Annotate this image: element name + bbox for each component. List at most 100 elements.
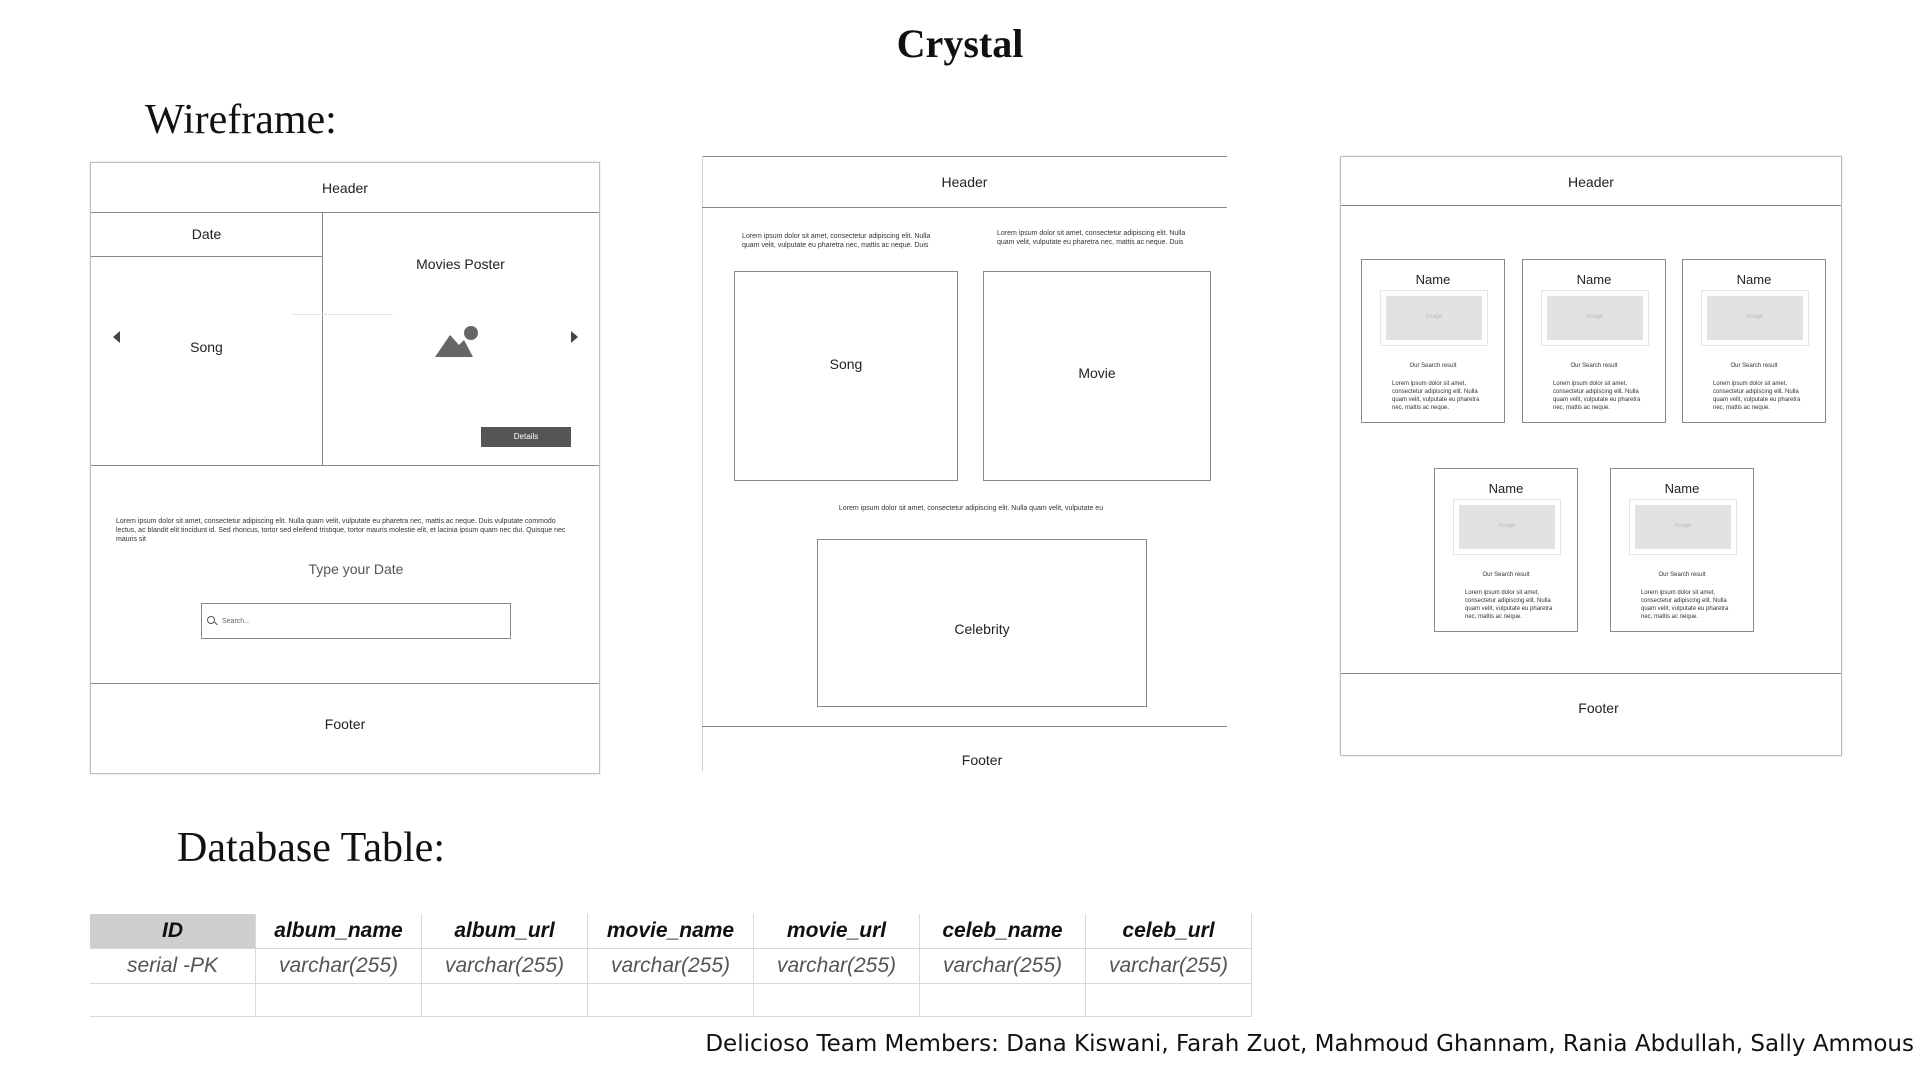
image-placeholder-icon xyxy=(435,326,478,357)
wf2-lorem-left: Lorem ipsum dolor sit amet, consectetur … xyxy=(742,233,931,249)
wf1-lorem-text: Lorem ipsum dolor sit amet, consectetur … xyxy=(116,518,566,543)
date-search-input[interactable]: Search... xyxy=(201,603,511,639)
result-card[interactable]: Name Image Our Search result Lorem ipsum… xyxy=(1522,259,1666,423)
team-members: Delicioso Team Members: Dana Kiswani, Fa… xyxy=(705,1031,1914,1057)
page-title: Crystal xyxy=(896,21,1024,66)
wf2-top-line xyxy=(702,156,1227,157)
table-header-row: ID album_name album_url movie_name movie… xyxy=(90,914,1252,949)
card-image: Image xyxy=(1380,290,1488,346)
wf2-lorem-middle: Lorem ipsum dolor sit amet, consectetur … xyxy=(838,505,1104,512)
wireframe-1: Header Date Movies Poster Song Details L… xyxy=(90,162,600,774)
card-image: Image xyxy=(1629,499,1737,555)
card-image: Image xyxy=(1701,290,1809,346)
card-name: Name xyxy=(1488,481,1524,496)
wf1-date-label: Date xyxy=(191,226,222,242)
card-image-label: Image xyxy=(1746,314,1764,320)
wf2-song-label: Song xyxy=(829,356,863,372)
card-text: Lorem ipsum dolor sit amet, consectetur … xyxy=(1713,381,1801,411)
column-header: movie_url xyxy=(753,914,920,949)
table-cell: varchar(255) xyxy=(753,948,920,984)
wireframe-2: Header Lorem ipsum dolor sit amet, conse… xyxy=(702,156,1227,771)
card-image: Image xyxy=(1541,290,1649,346)
card-name: Name xyxy=(1736,272,1772,287)
card-search-result: Our Search result xyxy=(1409,363,1457,369)
table-cell: varchar(255) xyxy=(421,948,588,984)
type-date-label: Type your Date xyxy=(308,561,404,577)
wf1-header-label: Header xyxy=(322,180,368,196)
table-cell-empty xyxy=(255,983,422,1017)
result-card[interactable]: Name Image Our Search result Lorem ipsum… xyxy=(1682,259,1826,423)
wireframe-3: Header Name Image Our Search result Lore… xyxy=(1340,156,1842,756)
table-cell-empty xyxy=(1085,983,1252,1017)
card-image-label: Image xyxy=(1498,523,1516,529)
wf3-header-divider xyxy=(1341,205,1841,206)
card-search-result: Our Search result xyxy=(1570,363,1618,369)
wf3-footer-divider xyxy=(1341,673,1841,674)
table-cell-empty xyxy=(753,983,920,1017)
wf2-left-edge xyxy=(702,156,703,771)
wf1-faint-line xyxy=(293,314,393,315)
wf1-carousel-bottom xyxy=(91,465,599,466)
next-arrow-icon[interactable] xyxy=(571,331,578,343)
search-placeholder: Search... xyxy=(222,618,251,625)
wf2-celebrity-label: Celebrity xyxy=(954,621,1010,637)
result-card[interactable]: Name Image Our Search result Lorem ipsum… xyxy=(1434,468,1578,632)
card-image: Image xyxy=(1453,499,1561,555)
card-search-result: Our Search result xyxy=(1730,363,1778,369)
card-text: Lorem ipsum dolor sit amet, consectetur … xyxy=(1641,590,1729,620)
wf3-footer-label: Footer xyxy=(1578,700,1619,716)
card-image-label: Image xyxy=(1674,523,1692,529)
table-cell-empty xyxy=(587,983,754,1017)
card-text: Lorem ipsum dolor sit amet, consectetur … xyxy=(1465,590,1553,620)
card-search-result: Our Search result xyxy=(1482,572,1530,578)
wf1-song-label: Song xyxy=(190,339,223,355)
wf1-date-divider xyxy=(91,256,322,257)
wf2-movie-label: Movie xyxy=(1078,365,1116,381)
search-icon xyxy=(207,616,215,624)
wf3-header-label: Header xyxy=(1568,174,1614,190)
card-name: Name xyxy=(1415,272,1451,287)
table-cell-empty xyxy=(90,983,256,1017)
column-header: celeb_url xyxy=(1085,914,1252,949)
table-cell: varchar(255) xyxy=(919,948,1086,984)
wf1-footer-label: Footer xyxy=(324,716,366,732)
database-heading: Database Table: xyxy=(177,825,445,871)
card-name: Name xyxy=(1664,481,1700,496)
column-header: album_name xyxy=(255,914,422,949)
card-name: Name xyxy=(1576,272,1612,287)
movie-box xyxy=(983,271,1211,481)
card-image-label: Image xyxy=(1586,314,1604,320)
table-row: serial -PK varchar(255) varchar(255) var… xyxy=(90,948,1252,984)
table-row-empty xyxy=(90,983,1252,1017)
prev-arrow-icon[interactable] xyxy=(113,331,120,343)
details-button[interactable]: Details xyxy=(481,427,571,447)
wf2-header-label: Header xyxy=(941,174,988,190)
table-cell: serial -PK xyxy=(90,948,256,984)
database-table: ID album_name album_url movie_name movie… xyxy=(90,914,1252,1017)
table-cell: varchar(255) xyxy=(1085,948,1252,984)
song-box xyxy=(734,271,958,481)
card-text: Lorem ipsum dolor sit amet, consectetur … xyxy=(1392,381,1480,411)
wf1-header-divider xyxy=(91,212,599,213)
wf2-footer-label: Footer xyxy=(961,752,1003,768)
table-cell-empty xyxy=(919,983,1086,1017)
column-header: ID xyxy=(90,914,256,949)
result-card[interactable]: Name Image Our Search result Lorem ipsum… xyxy=(1361,259,1505,423)
wf1-footer-divider xyxy=(91,683,599,684)
wf1-movies-poster-label: Movies Poster xyxy=(416,256,505,272)
table-cell: varchar(255) xyxy=(587,948,754,984)
table-cell-empty xyxy=(421,983,588,1017)
wf2-lorem-right: Lorem ipsum dolor sit amet, consectetur … xyxy=(997,230,1186,246)
result-card[interactable]: Name Image Our Search result Lorem ipsum… xyxy=(1610,468,1754,632)
wf1-vertical-divider xyxy=(322,212,323,465)
column-header: movie_name xyxy=(587,914,754,949)
card-text: Lorem ipsum dolor sit amet, consectetur … xyxy=(1553,381,1641,411)
wf2-footer-divider xyxy=(702,726,1227,727)
column-header: celeb_name xyxy=(919,914,1086,949)
celebrity-box xyxy=(817,539,1147,707)
wireframe-heading: Wireframe: xyxy=(145,97,337,143)
table-cell: varchar(255) xyxy=(255,948,422,984)
card-image-label: Image xyxy=(1425,314,1443,320)
column-header: album_url xyxy=(421,914,588,949)
wf2-header-divider xyxy=(702,207,1227,208)
